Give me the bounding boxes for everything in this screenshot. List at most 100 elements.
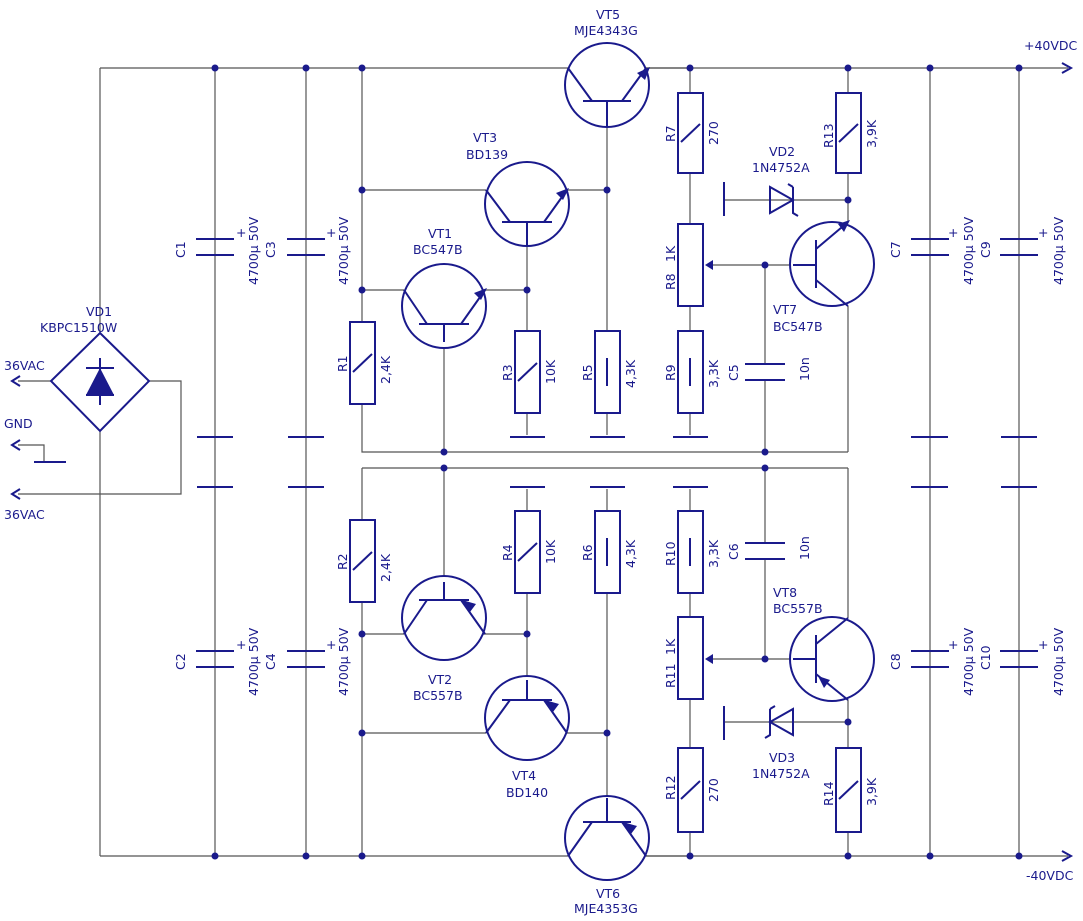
c9-ref-label: C9 bbox=[978, 241, 993, 258]
junction-dot bbox=[358, 729, 366, 737]
resistors: R1 2,4K R2 2,4K R3 10K R4 10K R5 4,3K R6… bbox=[335, 92, 879, 833]
c9-plates-icon bbox=[1000, 238, 1038, 256]
c10-plates-icon bbox=[1000, 650, 1038, 668]
r4-body-icon bbox=[514, 510, 541, 594]
c4-ref-label: C4 bbox=[263, 653, 278, 670]
vd1-ref-label: VD1 bbox=[86, 304, 112, 319]
junction-dot bbox=[761, 448, 769, 456]
junction-dot bbox=[302, 852, 310, 860]
vd2-value-label: 1N4752A bbox=[752, 160, 810, 175]
junction-dot bbox=[358, 852, 366, 860]
ac-top-label: 36VAC bbox=[4, 358, 45, 373]
vt3-emitter-arrow-icon bbox=[556, 188, 569, 200]
r8-wiper-arrow-icon bbox=[705, 260, 713, 270]
vd2-zener-icon bbox=[769, 183, 799, 217]
r11-ref-label: R11 bbox=[663, 663, 678, 688]
r11-value-label: 1K bbox=[663, 638, 678, 655]
ac-top-arrow-icon bbox=[10, 375, 21, 387]
junction-dot bbox=[1015, 64, 1023, 72]
c2-ref-label: C2 bbox=[173, 653, 188, 670]
r13-slash-icon bbox=[838, 123, 859, 143]
junction-dot bbox=[211, 852, 219, 860]
vt7-body-icon bbox=[789, 221, 875, 307]
c5-plates-icon bbox=[745, 363, 785, 381]
c10-value-label: 4700µ 50V bbox=[1051, 627, 1066, 696]
rail-terminals: +40VDC -40VDC 36VAC GND 36VAC bbox=[4, 38, 1078, 883]
r3-slash-icon bbox=[517, 362, 538, 382]
ac-bottom-wire bbox=[18, 380, 182, 495]
vt4-emitter-arrow-icon bbox=[545, 700, 559, 712]
vd1-value-label: KBPC1510W bbox=[40, 320, 117, 335]
vt7-arrow-icon bbox=[838, 220, 850, 232]
r2-ref-label: R2 bbox=[335, 553, 350, 570]
c3-ref-label: C3 bbox=[263, 241, 278, 258]
c3-value-label: 4700µ 50V bbox=[336, 216, 351, 285]
junction-dot bbox=[844, 64, 852, 72]
electrolytic-capacitors: + C1 4700µ 50V + C3 4700µ 50V + C2 4700µ… bbox=[173, 216, 1066, 696]
c1-value-label: 4700µ 50V bbox=[246, 216, 261, 285]
bridge-rectifier-vd1: VD1 KBPC1510W bbox=[40, 304, 151, 433]
vd2-ref-label: VD2 bbox=[769, 144, 795, 159]
vt2-leads-icon bbox=[403, 582, 486, 635]
ac-bottom-label: 36VAC bbox=[4, 507, 45, 522]
vt3-value-label: BD139 bbox=[466, 147, 508, 162]
vt2-ref-label: VT2 bbox=[428, 672, 452, 687]
vt6-ref-label: VT6 bbox=[596, 886, 620, 901]
junction-dot bbox=[686, 64, 694, 72]
r12-ref-label: R12 bbox=[663, 775, 678, 800]
junction-dot bbox=[358, 64, 366, 72]
vt7-ref-label: VT7 bbox=[773, 302, 797, 317]
vd3-zener-icon bbox=[764, 705, 794, 739]
r14-ref-label: R14 bbox=[821, 781, 836, 806]
junction-dot bbox=[358, 286, 366, 294]
x362-upper-low bbox=[361, 404, 848, 453]
r10-ref-label: R10 bbox=[663, 541, 678, 566]
c6-plates-icon bbox=[745, 542, 785, 560]
r11-wiper-arrow-icon bbox=[705, 654, 713, 664]
c7-plus: + bbox=[948, 225, 958, 240]
junctions bbox=[211, 64, 1023, 860]
vt4-ref-label: VT4 bbox=[512, 768, 536, 783]
vt5-emitter-arrow-icon bbox=[637, 67, 650, 80]
r8-value-label: 1K bbox=[663, 245, 678, 262]
vt4-body-icon bbox=[484, 675, 570, 761]
c8-value-label: 4700µ 50V bbox=[961, 627, 976, 696]
r6-ref-label: R6 bbox=[580, 544, 595, 561]
bridge-diode-triangle-icon bbox=[86, 368, 114, 395]
vt2-body-icon bbox=[401, 575, 487, 661]
vt1-emitter-arrow-icon bbox=[474, 288, 487, 300]
c6-value-label: 10n bbox=[797, 536, 812, 560]
junction-dot bbox=[844, 852, 852, 860]
c10-plus: + bbox=[1038, 637, 1048, 652]
c1-ref-label: C1 bbox=[173, 241, 188, 258]
junction-dot bbox=[844, 718, 852, 726]
r9-ref-label: R9 bbox=[663, 364, 678, 381]
c5-ref-label: C5 bbox=[726, 364, 741, 381]
c2-plus: + bbox=[236, 637, 246, 652]
junction-dot bbox=[211, 64, 219, 72]
positive-rail-label: +40VDC bbox=[1024, 38, 1078, 53]
r6-value-label: 4,3K bbox=[623, 539, 638, 568]
junction-dot bbox=[926, 852, 934, 860]
vt8-arrow-icon bbox=[818, 676, 830, 688]
transistors: VT5 MJE4343G VT3 BD139 VT1 BC547B VT2 BC… bbox=[401, 7, 875, 916]
r5-value-label: 4,3K bbox=[623, 359, 638, 388]
c9-plus: + bbox=[1038, 225, 1048, 240]
gnd-wire bbox=[18, 444, 45, 462]
vt1-leads-icon bbox=[403, 289, 486, 342]
junction-dot bbox=[844, 196, 852, 204]
junction-dot bbox=[603, 729, 611, 737]
vt6-body-icon bbox=[564, 795, 650, 881]
junction-dot bbox=[926, 64, 934, 72]
c5-value-label: 10n bbox=[797, 357, 812, 381]
c8-plus: + bbox=[948, 637, 958, 652]
vt4-value-label: BD140 bbox=[506, 785, 548, 800]
r10-value-label: 3,3K bbox=[706, 539, 721, 568]
vd3-ref-label: VD3 bbox=[769, 750, 795, 765]
c6-ref-label: C6 bbox=[726, 543, 741, 560]
vt1-body-icon bbox=[401, 263, 487, 349]
c7-value-label: 4700µ 50V bbox=[961, 216, 976, 285]
c3-plates-icon bbox=[287, 238, 325, 256]
vt8-value-label: BC557B bbox=[773, 601, 823, 616]
negative-rail-label: -40VDC bbox=[1026, 868, 1074, 883]
